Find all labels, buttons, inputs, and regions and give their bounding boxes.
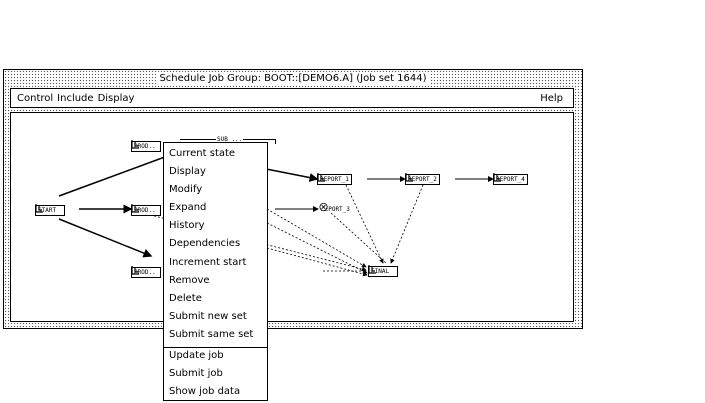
window-title: Schedule Job Group: BOOT::[DEMO6.A] (Job…	[156, 71, 430, 85]
schedule-job-group-window: Schedule Job Group: BOOT::[DEMO6.A] (Job…	[3, 69, 583, 329]
edge-dashed-6	[345, 184, 384, 264]
job-graph-canvas[interactable]: START PROD.. PROD.. PROD.. REPORT_1 REPO…	[10, 112, 574, 322]
job-node-start[interactable]: START	[35, 203, 65, 217]
menu-help[interactable]: Help	[540, 92, 563, 104]
edge-start-prod-top	[58, 149, 183, 197]
job-icon	[35, 204, 43, 213]
job-node-report4[interactable]: REPORT_4	[493, 172, 528, 186]
title-bar[interactable]: Schedule Job Group: BOOT::[DEMO6.A] (Job…	[4, 70, 582, 86]
job-icon	[405, 173, 413, 182]
menu-display[interactable]: Display	[97, 92, 135, 104]
edge-dashed-4	[266, 247, 368, 277]
menu-item-submit-new-set[interactable]: Submit new set	[169, 311, 247, 322]
edge-dashed-8	[330, 212, 387, 264]
menu-item-submit-job[interactable]: Submit job	[169, 368, 223, 379]
menu-include[interactable]: Include	[57, 92, 94, 104]
menu-item-show-job-data[interactable]: Show job data	[169, 386, 241, 397]
menu-separator	[164, 347, 267, 348]
job-icon	[317, 173, 325, 182]
job-node-report3[interactable]: REPORT_3	[319, 202, 350, 216]
menu-item-current-state[interactable]: Current state	[169, 148, 236, 159]
job-node-label: REPORT_3	[321, 205, 350, 213]
menu-item-submit-same-set[interactable]: Submit same set	[169, 329, 254, 340]
menu-control[interactable]: Control	[17, 92, 54, 104]
job-node-prod-bot[interactable]: PROD..	[131, 265, 161, 279]
menu-item-display[interactable]: Display	[169, 166, 206, 177]
menu-item-increment-start[interactable]: Increment start	[169, 257, 247, 268]
job-node-prod-mid[interactable]: PROD..	[131, 203, 161, 217]
menu-item-history[interactable]: History	[169, 220, 205, 231]
job-icon	[131, 266, 139, 275]
job-icon	[368, 265, 376, 274]
job-node-report1[interactable]: REPORT_1	[317, 172, 352, 186]
edge-start-prod-bot	[58, 218, 153, 258]
job-node-report2[interactable]: REPORT_2	[405, 172, 440, 186]
running-job-icon	[319, 202, 328, 212]
menu-item-dependencies[interactable]: Dependencies	[169, 238, 241, 249]
menu-item-expand[interactable]: Expand	[169, 202, 207, 213]
edge-dashed-7	[390, 184, 424, 264]
job-context-menu: Current state Display Modify Expand Hist…	[163, 142, 268, 401]
job-node-final[interactable]: FINAL	[368, 264, 398, 278]
menu-item-modify[interactable]: Modify	[169, 184, 203, 195]
menu-bar: Control Include Display Help	[10, 88, 574, 108]
menu-item-remove[interactable]: Remove	[169, 275, 210, 286]
job-node-sub-label[interactable]: SUB_...	[216, 136, 244, 143]
edge-sub-report1	[260, 167, 319, 182]
job-icon	[493, 173, 501, 182]
job-node-prod-top[interactable]: PROD..	[131, 139, 161, 153]
job-icon	[131, 204, 139, 213]
job-icon	[131, 140, 139, 149]
menu-item-update-job[interactable]: Update job	[169, 350, 224, 361]
edge-dashed-2	[266, 208, 367, 268]
menu-item-delete[interactable]: Delete	[169, 293, 202, 304]
edge-dashed-3	[266, 222, 368, 274]
job-dependency-edges	[58, 149, 494, 277]
